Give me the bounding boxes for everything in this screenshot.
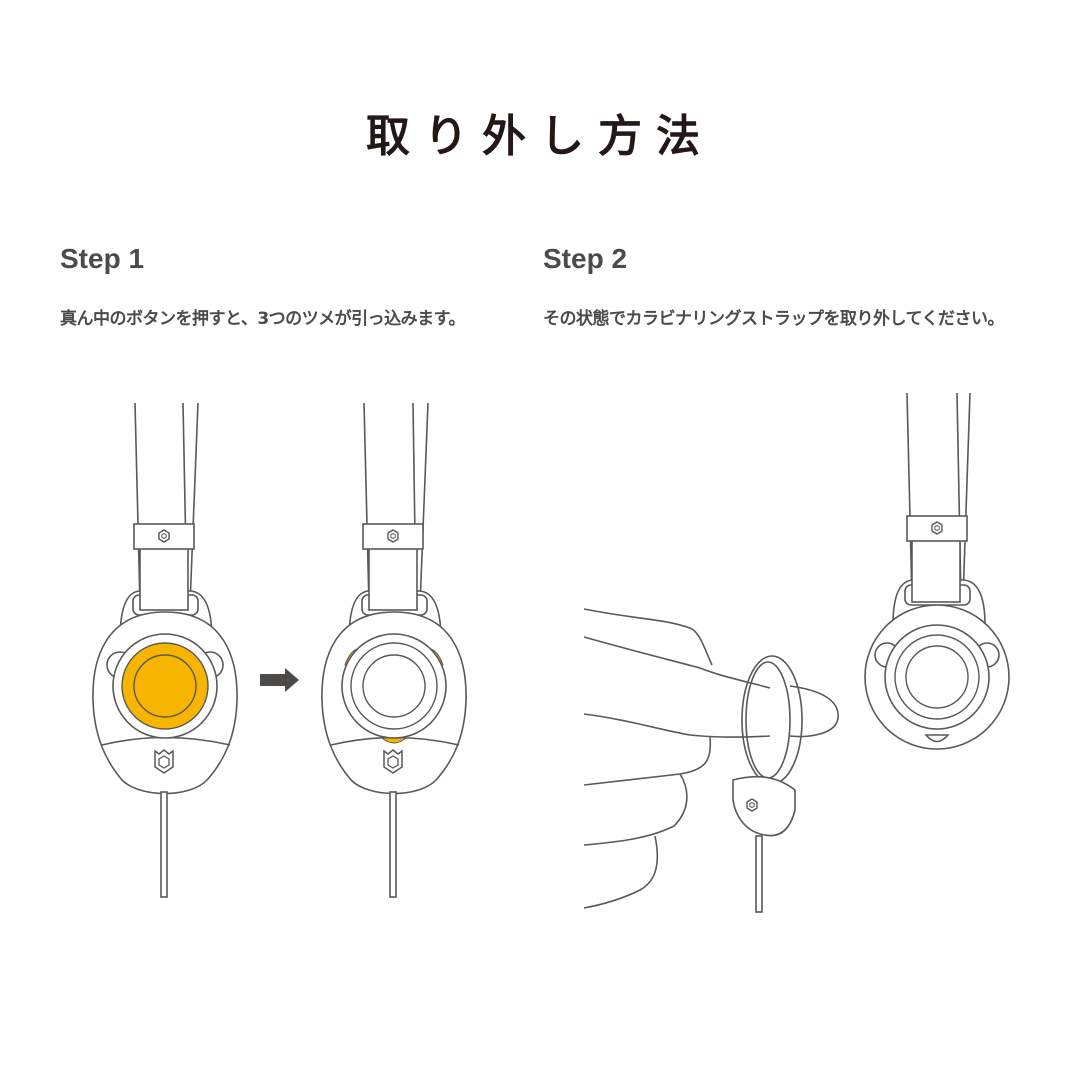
page-title: 取り外し方法 [366,111,714,162]
step-1-label: Step 1 [60,243,145,274]
arrow-right-icon [260,668,299,692]
step2-hand-illustration [583,608,839,913]
step-2-label: Step 2 [543,243,628,274]
step1-device-released [321,402,467,898]
step1-device-pressed [92,402,238,898]
step2-detached-device [864,392,1010,750]
step-2-description: その状態でカラビナリングストラップを取り外してください。 [543,309,1004,329]
step-1-description: 真ん中のボタンを押すと、3つのツメが引っ込みます。 [60,309,465,329]
